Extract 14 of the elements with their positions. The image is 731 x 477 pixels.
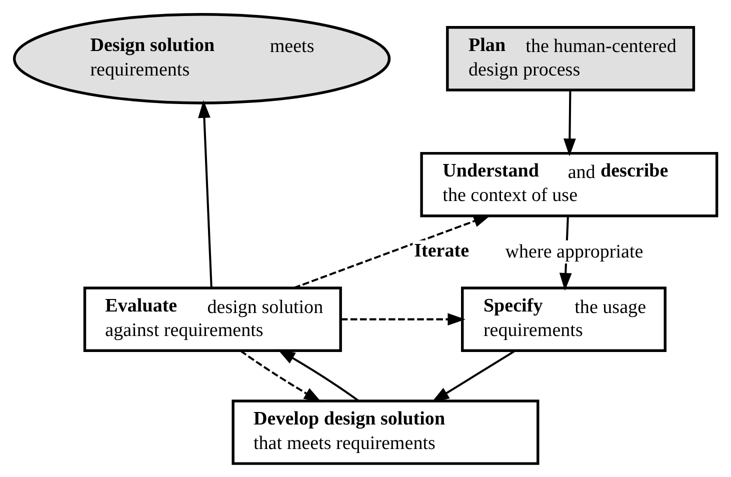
arrow [340,312,466,326]
arrow [563,90,576,156]
node-box: Plan the human-centered design process [446,26,696,91]
node-ellipse: Design solution meets requirements [12,12,391,104]
arrow [240,349,322,402]
arrow [432,349,516,402]
edge-label: Iterate where appropriate [414,240,644,262]
node-box: Evaluate design solution against requirements [83,286,342,352]
arrow [198,100,212,288]
arrow [278,348,360,402]
node-box: Specify the usage requirements [461,286,666,352]
arrow [294,214,492,288]
node-box: Develop design solution that meets requirements [232,399,540,464]
node-box: Understand and describe the context of use [420,151,718,217]
